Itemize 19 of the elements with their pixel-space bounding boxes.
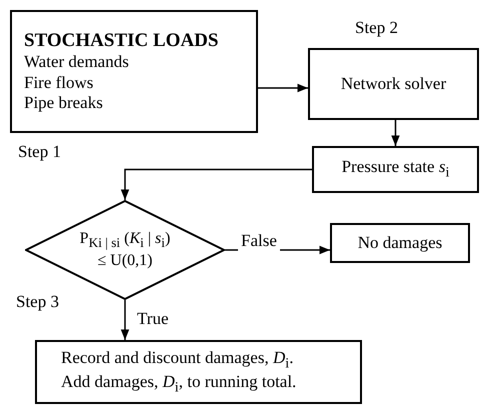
heading: STOCHASTIC LOADS bbox=[24, 30, 220, 52]
arrow bbox=[120, 168, 312, 200]
node-text: Network solver bbox=[340, 74, 448, 94]
node-text: Water demands bbox=[24, 52, 130, 73]
process-box bbox=[308, 48, 479, 120]
process-box bbox=[330, 223, 470, 263]
process-box bbox=[10, 10, 258, 133]
process-box bbox=[35, 340, 362, 404]
node-text: P$_{Ki | si}$ (K$_{i}$ | s$_{i}$) ≤ U(0,1) bbox=[78, 229, 172, 271]
edge-label: False bbox=[238, 231, 280, 251]
node-text: Pressure state s$_{i}$ bbox=[340, 157, 450, 182]
node-text: Record and discount damages, D$_{i}$. Add damages, D$_{i}$, to running total. bbox=[61, 348, 298, 396]
process-box bbox=[312, 146, 479, 193]
node-text: Fire flows bbox=[24, 72, 94, 94]
arrow bbox=[258, 84, 308, 92]
arrow bbox=[120, 300, 130, 340]
arrow bbox=[391, 120, 400, 146]
node-text: Pipe breaks bbox=[24, 93, 104, 114]
node-text: No damages bbox=[356, 232, 444, 254]
